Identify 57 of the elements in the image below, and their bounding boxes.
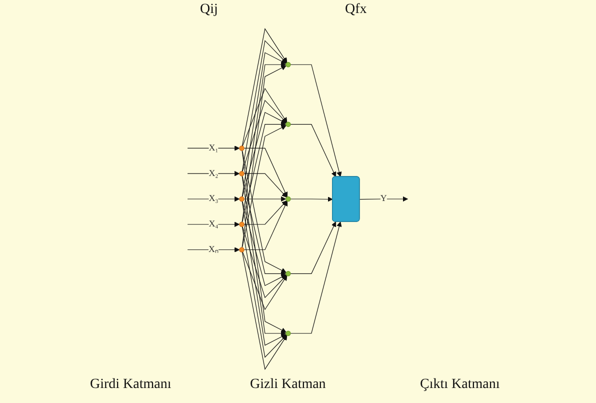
node-circle <box>239 247 245 252</box>
layer-label: Gizli Katman <box>250 377 326 393</box>
node-circle <box>286 271 292 276</box>
arrow <box>242 100 288 172</box>
arrow <box>242 150 287 273</box>
arrow <box>242 88 288 146</box>
edge-label: X₃ <box>209 194 219 204</box>
node-circle <box>286 62 292 68</box>
node-circle <box>239 222 245 227</box>
weight-label: Qfx <box>345 2 367 18</box>
arrow <box>242 40 288 172</box>
arrow <box>242 252 288 370</box>
arrow <box>290 124 336 177</box>
node-circle <box>286 122 292 127</box>
arrow <box>242 122 286 222</box>
arrow <box>244 200 288 250</box>
node-circle <box>239 171 245 176</box>
arrow <box>188 222 240 227</box>
arrow <box>290 222 342 334</box>
arrow <box>242 176 286 336</box>
arrow <box>290 64 342 177</box>
edge-label: X₄ <box>209 219 219 230</box>
layer-label: Girdi Katmanı <box>90 377 172 393</box>
arrow <box>242 252 288 310</box>
arrow <box>242 150 287 333</box>
edge-label: Y <box>380 194 388 204</box>
arrow <box>242 65 287 248</box>
node-circle <box>239 146 245 151</box>
arrow <box>242 62 286 222</box>
arrow <box>244 148 288 198</box>
arrow <box>290 222 336 274</box>
arrow <box>242 226 288 358</box>
arrow <box>188 247 240 252</box>
arrow <box>244 200 288 225</box>
layer-label: Çıktı Katmanı <box>420 377 500 393</box>
node-circle <box>239 196 245 202</box>
edge-label: X₂ <box>209 168 219 178</box>
arrow <box>242 28 288 146</box>
edge-label: Xₙ <box>208 244 219 254</box>
arrow <box>290 196 334 202</box>
arrow <box>242 52 287 197</box>
arrow <box>188 146 240 151</box>
arrow <box>242 200 287 286</box>
arrow <box>360 196 408 202</box>
arrow <box>242 226 288 298</box>
arrow <box>188 170 240 176</box>
node-circle <box>286 196 292 202</box>
edge-label: X₁ <box>209 143 219 153</box>
arrow <box>244 196 286 202</box>
arrow <box>242 200 287 346</box>
arrow <box>242 176 286 276</box>
arrow <box>242 125 287 248</box>
node-circle <box>286 330 292 336</box>
arrow <box>242 112 287 198</box>
arrow <box>244 173 288 198</box>
weight-label: Qij <box>200 2 218 18</box>
arrow <box>188 196 240 202</box>
